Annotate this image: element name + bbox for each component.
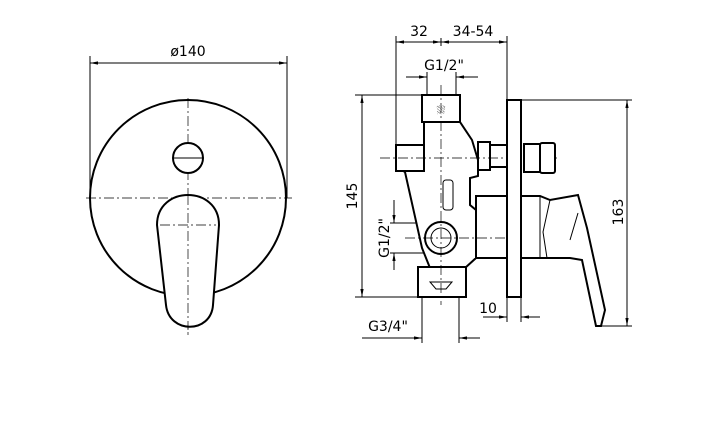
spindle <box>489 144 508 168</box>
lever-handle <box>155 194 221 328</box>
front-view: ø140 <box>86 44 292 335</box>
nut <box>477 141 491 171</box>
diverter-knob <box>539 142 556 174</box>
diverter-stem <box>523 143 541 173</box>
slot <box>442 179 454 211</box>
dim-side-thread: G1/2" <box>377 218 393 258</box>
handle-detail <box>539 196 579 259</box>
dim-10: 10 <box>479 301 497 317</box>
bath-spout-icon <box>428 281 454 290</box>
wall-plate <box>506 99 522 298</box>
dim-32: 32 <box>410 24 428 40</box>
dim-bottom-thread: G3/4" <box>368 319 408 335</box>
dim-145: 145 <box>345 183 361 210</box>
lever-handle-side <box>520 193 607 327</box>
cartridge-housing <box>475 195 508 259</box>
diameter-label: ø140 <box>170 44 205 60</box>
dim-top-thread: G1/2" <box>424 58 464 74</box>
side-view: 32 34-54 G1/2" 145 G1/2" ⛆ <box>345 24 632 343</box>
dim-34-54: 34-54 <box>453 24 494 40</box>
dim-163: 163 <box>611 199 627 226</box>
